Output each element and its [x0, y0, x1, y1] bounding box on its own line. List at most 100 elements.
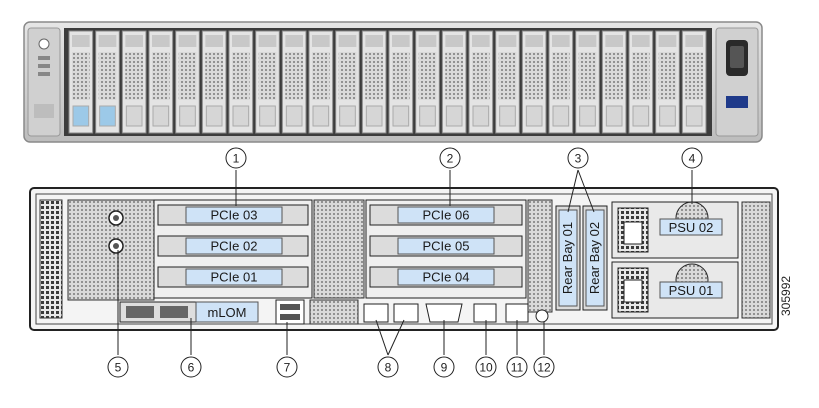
- rear-bay-02-label: Rear Bay 02: [587, 222, 602, 294]
- pcie-slot-03: PCIe 03: [157, 204, 309, 226]
- psu-02-label-box: [659, 218, 723, 236]
- callout-leader: [387, 319, 405, 356]
- pcie-02-label-box: [185, 237, 283, 255]
- pcie-04-label: PCIe 04: [423, 270, 470, 285]
- pcie-05-label: PCIe 05: [423, 239, 470, 254]
- front-drive-group: [68, 30, 707, 134]
- callout-circle: [180, 356, 202, 378]
- usb-port-2: [280, 314, 300, 320]
- front-drive-bay: [95, 30, 120, 134]
- front-drive-bay: [68, 30, 94, 134]
- callout-circle: [439, 147, 461, 169]
- front-drive-bay: [495, 30, 520, 134]
- psu-01: PSU 01: [611, 261, 739, 319]
- pcie-06-label-box: [397, 206, 495, 224]
- callout-circle: [681, 147, 703, 169]
- callout-leader: [567, 169, 579, 213]
- callout-circle: [533, 356, 555, 378]
- rear-io-mesh: [309, 299, 359, 325]
- serial-port: [505, 303, 529, 323]
- callout-number: 2: [447, 152, 454, 166]
- power-button-icon: [38, 38, 50, 50]
- pcie-04-label-box: [397, 268, 495, 286]
- vga-port: [425, 303, 463, 323]
- mgmt-port: [473, 303, 497, 323]
- rear-left-vent: [39, 199, 63, 319]
- pcie-slot-06: PCIe 06: [369, 204, 523, 226]
- pcie-slot-04: PCIe 04: [369, 266, 523, 288]
- psu-02: PSU 02: [611, 201, 739, 259]
- rear-bay-02: Rear Bay 02: [582, 205, 608, 311]
- rear-mid-mesh: [313, 199, 365, 299]
- front-drive-bay: [468, 30, 494, 134]
- callout-number: 11: [511, 361, 524, 375]
- callout-leader: [577, 169, 595, 213]
- pcie-06-label: PCIe 06: [423, 208, 470, 223]
- callout-circle: [225, 147, 247, 169]
- callout-circle: [567, 147, 589, 169]
- status-led: [38, 64, 50, 68]
- front-drive-bay: [628, 30, 654, 134]
- figure-id: 305992: [779, 276, 793, 316]
- status-led: [38, 56, 50, 60]
- id-button-icon: [535, 309, 549, 323]
- front-drive-bay: [388, 30, 414, 134]
- front-drive-bay: [575, 30, 600, 134]
- thumbscrew-center: [113, 243, 119, 249]
- kvm-port: [730, 46, 744, 68]
- pcie-01-label-box: [185, 268, 283, 286]
- front-drive-bay: [228, 30, 254, 134]
- front-label-plate: [34, 104, 54, 118]
- pcie-05-label-box: [397, 237, 495, 255]
- callout-number: 1: [233, 152, 240, 166]
- front-drive-bay: [655, 30, 680, 134]
- rear-view: PCIe 03 PCIe 02 PCIe 01 PCIe 06 PCIe 05: [29, 187, 779, 331]
- rear-bay-02-label-box: [585, 209, 605, 307]
- pcie-slot-01: PCIe 01: [157, 266, 309, 288]
- psu-01-label: PSU 01: [669, 283, 714, 298]
- callout-number: 10: [479, 361, 493, 375]
- callout-number: 9: [441, 361, 448, 375]
- pcie-03-label-box: [185, 206, 283, 224]
- status-led: [38, 72, 50, 76]
- callout-number: 5: [115, 361, 122, 375]
- front-drive-bay: [521, 30, 547, 134]
- front-drive-bay: [175, 30, 200, 134]
- pcie-01-label: PCIe 01: [211, 270, 258, 285]
- front-drive-bay: [201, 30, 227, 134]
- usb-ports: [275, 299, 305, 325]
- pcie-02-label: PCIe 02: [211, 239, 258, 254]
- front-drive-bay: [681, 30, 707, 134]
- callout-number: 8: [385, 361, 392, 375]
- rear-right-vent: [741, 201, 771, 319]
- rear-bay-01-label: Rear Bay 01: [560, 222, 575, 294]
- psu-02-label: PSU 02: [669, 220, 714, 235]
- callout-number: 4: [689, 152, 696, 166]
- front-view: [23, 21, 763, 143]
- callout-number: 12: [537, 361, 551, 375]
- asset-tag: [726, 96, 748, 108]
- callout-circle: [433, 356, 455, 378]
- rear-chassis-inner: [35, 193, 773, 325]
- mlom-port-2: [160, 306, 188, 318]
- front-drive-bay: [255, 30, 280, 134]
- front-drive-bay: [281, 30, 307, 134]
- thumbscrew-center: [113, 215, 119, 221]
- power-inlet-icon: [623, 221, 643, 245]
- front-drive-bay: [441, 30, 467, 134]
- mlom-label: mLOM: [208, 305, 247, 320]
- callout-circle: [377, 356, 399, 378]
- mlom-port-1: [126, 306, 154, 318]
- front-drive-bay: [148, 30, 174, 134]
- pcie-slot-05: PCIe 05: [369, 235, 523, 257]
- pcie-03-label: PCIe 03: [211, 208, 258, 223]
- callout-circle: [506, 356, 528, 378]
- front-drive-bay: [121, 30, 147, 134]
- psu-01-label-box: [659, 281, 723, 299]
- callout-number: 7: [284, 361, 291, 375]
- callout-number: 3: [575, 152, 582, 166]
- front-drive-bay: [308, 30, 334, 134]
